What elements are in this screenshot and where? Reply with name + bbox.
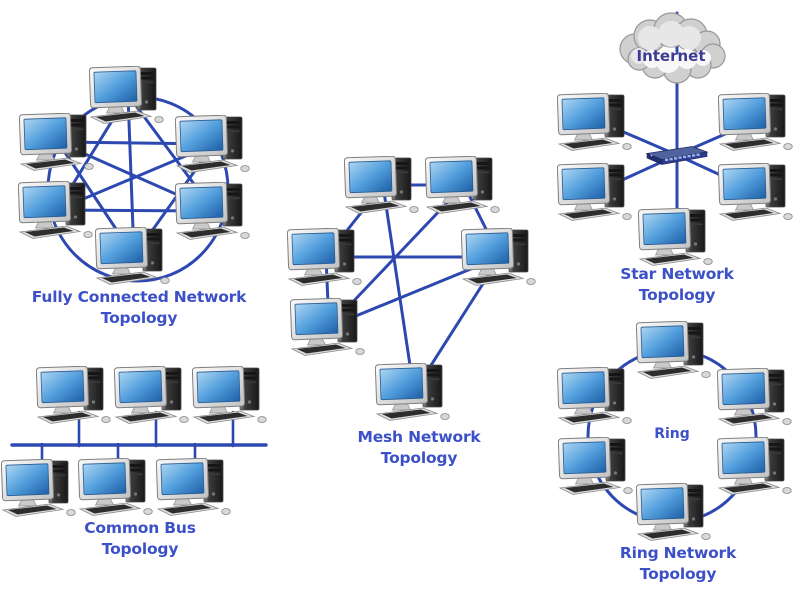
bus-label-line2: Topology [102, 540, 179, 558]
mesh-label-line1: Mesh Network [357, 428, 481, 446]
computer-icon [18, 181, 93, 239]
fully-connected-label-line1: Fully Connected Network [32, 288, 247, 306]
star-label-line2: Topology [639, 286, 716, 304]
fully-connected-topology: Fully Connected Network Topology [18, 66, 250, 327]
computer-icon [717, 368, 792, 426]
computer-icon [717, 437, 792, 495]
computer-icon [557, 163, 632, 221]
computer-icon [290, 298, 365, 356]
ring-topology: Ring Ring Network Topology [557, 321, 792, 583]
computer-icon [175, 182, 250, 240]
star-label-line1: Star Network [620, 265, 734, 283]
ring-center-label: Ring [654, 426, 690, 442]
computer-icon [192, 366, 267, 424]
mesh-label-line2: Topology [381, 449, 458, 467]
computer-icon [718, 93, 793, 151]
computer-icon [638, 208, 713, 266]
computer-icon [557, 367, 632, 425]
internet-cloud [619, 12, 726, 84]
computer-icon [344, 156, 419, 214]
fully-connected-label-line2: Topology [101, 309, 178, 327]
computer-icon [89, 66, 164, 124]
computer-icon [557, 93, 632, 151]
computer-icon [558, 437, 633, 495]
computer-icon [156, 458, 231, 516]
computer-icon [461, 228, 536, 286]
computer-icon [19, 113, 94, 171]
ring-label-line2: Topology [640, 565, 717, 583]
bus-topology: Common Bus Topology [1, 366, 268, 558]
computer-icon [36, 366, 111, 424]
computer-icon [425, 156, 500, 214]
computer-icon [114, 366, 189, 424]
computer-icon [636, 483, 711, 541]
computer-icon [375, 363, 450, 421]
mesh-links [324, 183, 502, 394]
link-line [381, 183, 416, 394]
computer-icon [287, 228, 362, 286]
computer-icon [1, 459, 76, 517]
computer-icon [636, 321, 711, 379]
computer-icon [718, 163, 793, 221]
star-topology: Internet Star Network Topology [557, 11, 793, 304]
bus-label-line1: Common Bus [84, 519, 195, 537]
internet-cloud-label: Internet [636, 47, 705, 65]
computer-icon [78, 458, 153, 516]
network-switch-icon [646, 146, 708, 165]
mesh-topology: Mesh Network Topology [287, 156, 536, 467]
ring-label-line1: Ring Network [620, 544, 737, 562]
computer-icon [175, 115, 250, 173]
